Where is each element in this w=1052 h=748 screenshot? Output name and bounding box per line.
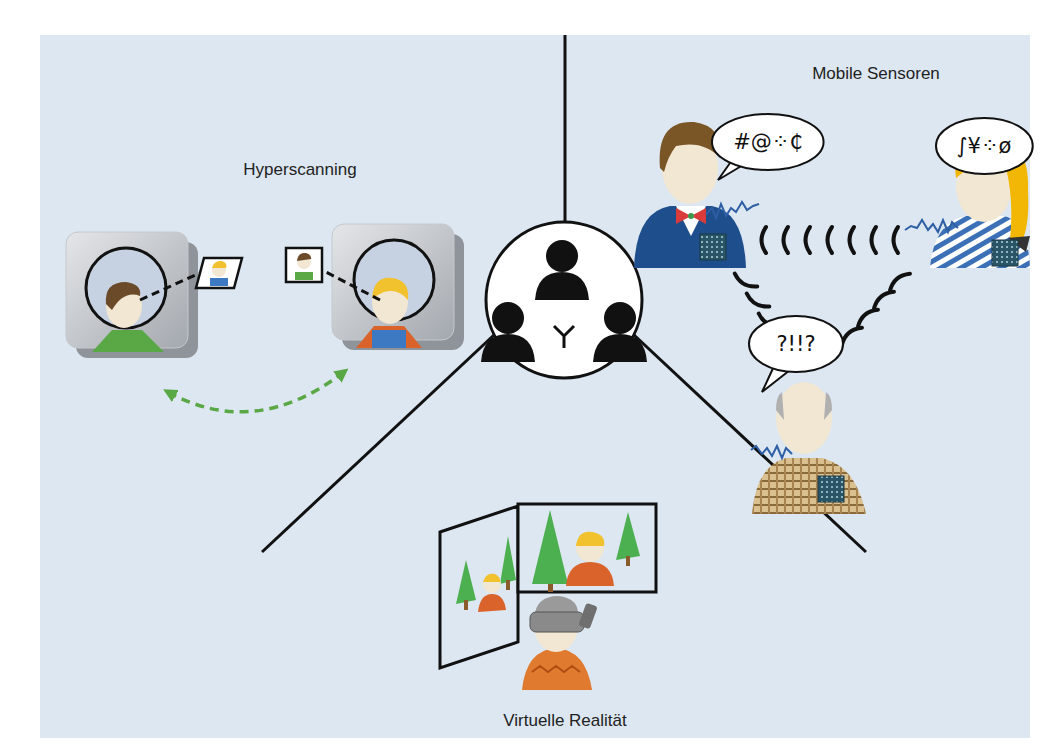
speech-bubble: ?!!? xyxy=(748,315,844,373)
interaction-arrow xyxy=(168,372,344,412)
section-title: Virtuelle Realität xyxy=(503,711,626,731)
signal-arc xyxy=(744,294,769,311)
group-icon xyxy=(481,222,647,378)
scanner-left xyxy=(66,232,198,358)
signal-arc xyxy=(762,227,767,253)
section-title: Hyperscanning xyxy=(243,160,356,180)
section-title: Mobile Sensoren xyxy=(812,64,940,84)
signal-arc xyxy=(828,227,833,253)
person-right xyxy=(356,278,422,348)
speech-text: ∫¥⁘ø xyxy=(957,134,1012,158)
gaze-frames xyxy=(140,248,380,300)
signal-arc xyxy=(894,227,899,253)
background-panel xyxy=(40,35,1030,738)
speech-text: #@⁘₵ xyxy=(733,130,803,154)
signal-arc xyxy=(855,306,878,326)
signal-arc xyxy=(784,227,789,253)
speech-bubble: #@⁘₵ xyxy=(711,113,825,171)
person-old-man xyxy=(751,382,866,514)
signal-arc xyxy=(871,288,894,308)
person-woman xyxy=(905,134,1030,268)
signal-arc xyxy=(850,227,855,253)
signal-arc xyxy=(887,270,910,290)
speech-text: ?!!? xyxy=(776,332,815,356)
signal-arc xyxy=(806,227,811,253)
divider-lines xyxy=(262,35,866,552)
signal-arc xyxy=(732,274,757,291)
speech-bubble: ∫¥⁘ø xyxy=(935,117,1034,175)
signal-arc xyxy=(872,227,877,253)
vr-scene xyxy=(440,504,656,690)
